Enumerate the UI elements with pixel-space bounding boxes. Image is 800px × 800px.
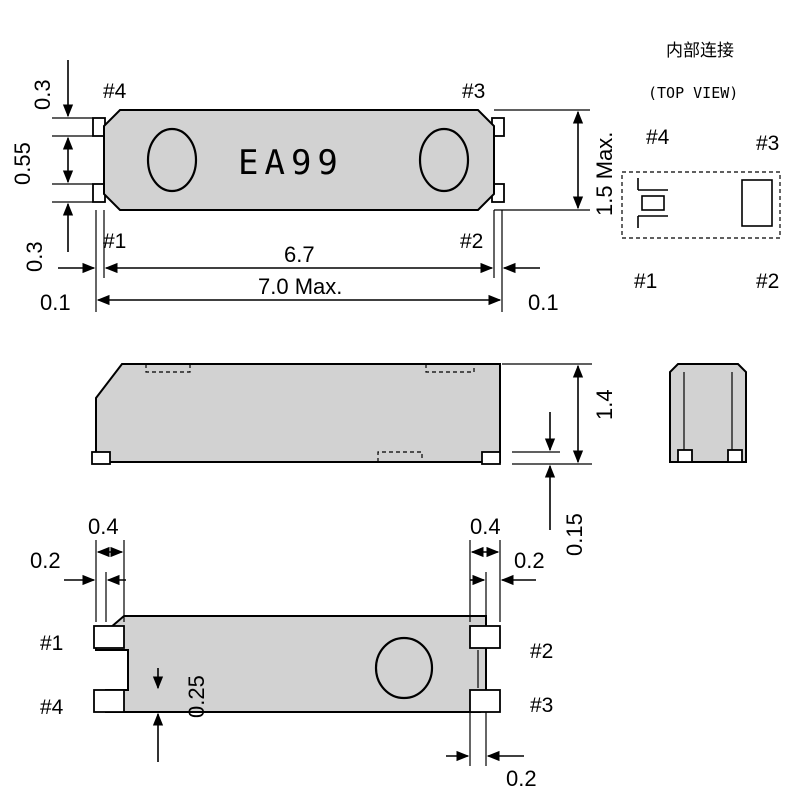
conn-pin-1: #1 <box>634 270 657 293</box>
dim-left-offset: 0.1 <box>40 290 71 315</box>
conn-block <box>741 179 773 227</box>
end-body <box>669 363 747 463</box>
dim-width: 1.5 Max. <box>592 132 617 216</box>
dim-pad-gap: 0.55 <box>10 142 35 185</box>
dim-left-gap: 0.2 <box>30 548 61 573</box>
bottom-pin-1: #1 <box>40 632 63 655</box>
top-view: EA99 #4 #3 #1 #2 0.3 0.55 0.3 6.7 7.0 Ma… <box>10 60 617 315</box>
conn-outline <box>621 171 781 239</box>
side-view: 1.4 0.15 <box>91 363 617 556</box>
conn-pin-3: #3 <box>756 132 779 155</box>
bottom-pin-2: #2 <box>530 640 553 663</box>
conn-pin-2: #2 <box>756 270 779 293</box>
dim-bottom-gap: 0.2 <box>506 766 537 791</box>
connection-title: 内部连接 <box>666 41 734 61</box>
part-marking: EA99 <box>238 143 344 183</box>
top-pin-1: #1 <box>103 230 126 253</box>
connection-subtitle: (TOP VIEW) <box>648 84 738 102</box>
conn-pin-4: #4 <box>646 126 670 149</box>
connection-view: 内部连接 (TOP VIEW) #4 #3 #1 #2 <box>621 41 781 293</box>
side-pad-left <box>91 451 111 465</box>
dim-top-gap: 0.3 <box>30 79 55 110</box>
side-body <box>95 363 501 463</box>
end-view <box>669 363 747 463</box>
end-pad-right <box>727 449 743 463</box>
bottom-body <box>95 615 487 713</box>
dim-body-length: 6.7 <box>284 242 315 267</box>
dim-height: 1.4 <box>592 389 617 420</box>
side-pad-right <box>481 451 501 465</box>
bottom-pin-3: #3 <box>530 694 553 717</box>
bottom-view: #1 #4 #2 #3 0.4 0.2 0.4 0.2 0.25 0.2 <box>30 514 553 791</box>
top-pin-4: #4 <box>103 80 127 103</box>
bottom-pad-3 <box>469 689 501 713</box>
dim-right-pad-width: 0.4 <box>470 514 501 539</box>
dim-bottom-gap: 0.3 <box>22 241 47 272</box>
dim-right-offset: 0.1 <box>528 290 559 315</box>
dim-left-pad-width: 0.4 <box>88 514 119 539</box>
bottom-pad-2 <box>469 625 501 649</box>
top-pin-2: #2 <box>460 230 483 253</box>
bottom-pad-4 <box>93 689 125 713</box>
top-pin-3: #3 <box>462 80 485 103</box>
top-oval-right <box>418 127 470 193</box>
dim-notch: 0.25 <box>184 675 209 718</box>
dim-right-gap: 0.2 <box>514 548 545 573</box>
bottom-pin-4: #4 <box>40 696 64 719</box>
dim-standoff: 0.15 <box>562 513 587 556</box>
dim-overall-length: 7.0 Max. <box>258 274 342 299</box>
top-oval-left <box>146 127 198 193</box>
end-pad-left <box>677 449 693 463</box>
bottom-pad-1 <box>93 625 125 649</box>
crystal-symbol <box>641 195 665 211</box>
top-body <box>103 109 495 211</box>
bottom-oval <box>374 636 434 700</box>
